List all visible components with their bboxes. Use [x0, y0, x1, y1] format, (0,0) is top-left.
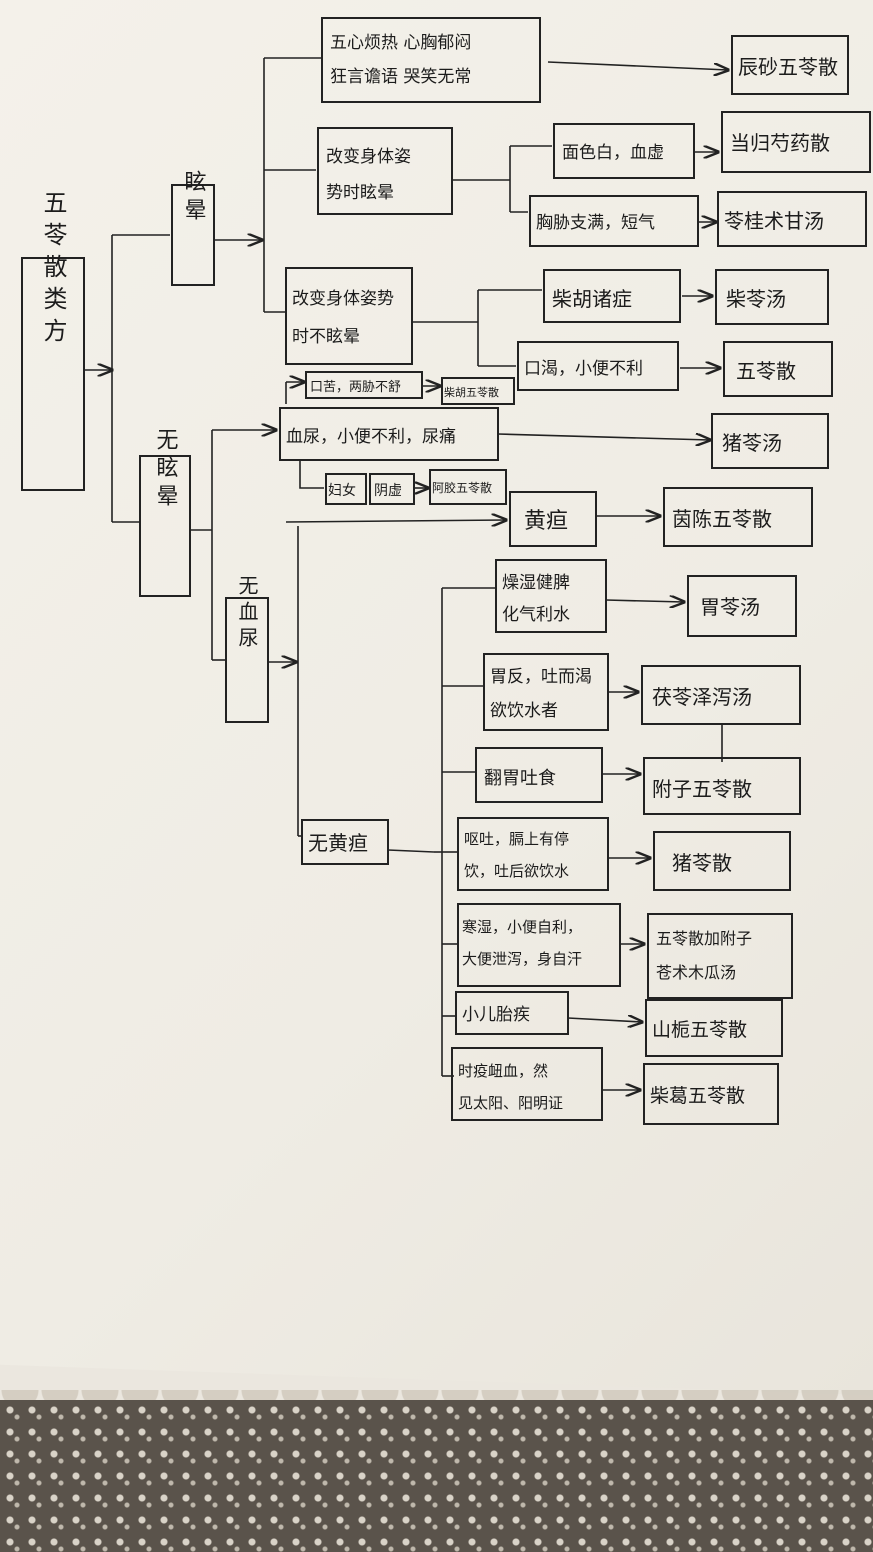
- node-2-line2: 势时眩晕: [326, 183, 394, 203]
- node-2b-result-box: [717, 191, 867, 247]
- node-3b-result-box: [723, 341, 833, 397]
- node-5-result2: 阿胶五苓散: [432, 480, 492, 495]
- node-5-result: 猪苓汤: [722, 431, 782, 455]
- node-11-line1: 寒湿，小便自利，: [462, 918, 582, 936]
- node-2a-result-box: [721, 111, 871, 173]
- node-6-result-box: [663, 487, 813, 547]
- node-12-result: 山栀五苓散: [652, 1019, 747, 1041]
- node-1-box: [321, 17, 541, 103]
- no-blood-urine-box: [225, 597, 269, 723]
- node-13-result-box: [643, 1063, 779, 1125]
- node-11-box: [457, 903, 621, 987]
- node-3-box: [285, 267, 413, 365]
- node-3b: 口渴，小便不利: [524, 359, 643, 379]
- node-13-line1: 时疫衄血，然: [458, 1062, 548, 1080]
- node-2-box: [317, 127, 453, 215]
- node-10-line2: 饮，吐后欲饮水: [464, 862, 569, 880]
- node-1-result: 辰砂五苓散: [738, 55, 838, 79]
- node-5a: 妇女: [328, 482, 356, 499]
- node-6-result: 茵陈五苓散: [672, 507, 772, 531]
- node-13-line2: 见太阳、阳明证: [458, 1094, 563, 1112]
- node-1-line1: 五心烦热 心胸郁闷: [330, 33, 471, 53]
- node-10-result: 猪苓散: [672, 851, 732, 875]
- lace-tablecloth: [0, 1400, 873, 1552]
- node-2a-box: [553, 123, 695, 179]
- node-2b-result: 苓桂术甘汤: [724, 209, 824, 233]
- node-6: 黄疸: [524, 509, 568, 534]
- node-3a-result: 柴苓汤: [726, 287, 786, 311]
- node-5-result2-box: [429, 469, 507, 505]
- node-8-result-box: [641, 665, 801, 725]
- node-11-line2: 大便泄泻，身自汗: [462, 950, 582, 968]
- node-9: 翻胃吐食: [484, 768, 556, 789]
- node-12-box: [455, 991, 569, 1035]
- no-jaundice-label: 无黄疸: [308, 831, 368, 855]
- node-9-result-box: [643, 757, 801, 815]
- node-2-line1: 改变身体姿: [326, 147, 411, 167]
- node-9-box: [475, 747, 603, 803]
- node-4-box: [305, 371, 423, 399]
- node-7-result: 胃苓汤: [700, 595, 760, 619]
- node-4-result: 柴胡五苓散: [444, 385, 499, 399]
- node-12: 小儿胎疾: [462, 1005, 530, 1025]
- node-2b-box: [529, 195, 699, 247]
- node-5b: 阴虚: [374, 483, 402, 499]
- node-1-line2: 狂言谵语 哭笑无常: [330, 67, 471, 87]
- node-3b-box: [517, 341, 679, 391]
- branch-dizziness-label: 眩晕: [181, 170, 206, 226]
- node-11-result-line1: 五苓散加附子: [656, 929, 752, 948]
- branch-dizziness-box: [171, 184, 215, 286]
- node-10-result-box: [653, 831, 791, 891]
- node-10-box: [457, 817, 609, 891]
- node-7-line1: 燥湿健脾: [502, 573, 570, 593]
- node-8-line1: 胃反，吐而渴: [490, 667, 592, 687]
- no-blood-urine-label: 无血尿: [235, 575, 259, 653]
- node-4: 口苦，两胁不舒: [310, 379, 401, 395]
- node-3b-result: 五苓散: [736, 359, 796, 383]
- node-5-result-box: [711, 413, 829, 469]
- node-7-line2: 化气利水: [502, 605, 570, 625]
- node-11-result-box: [647, 913, 793, 999]
- node-9-result: 附子五苓散: [652, 777, 752, 801]
- node-3-line2: 时不眩晕: [292, 327, 360, 347]
- node-2a-result: 当归芍药散: [730, 131, 830, 155]
- branch-no-dizziness-box: [139, 455, 191, 597]
- node-4-result-box: [441, 377, 515, 405]
- node-3a-result-box: [715, 269, 829, 325]
- root-label: 五苓散类方: [39, 190, 67, 350]
- node-7-box: [495, 559, 607, 633]
- node-8-result: 茯苓泽泻汤: [652, 685, 752, 709]
- node-7-result-box: [687, 575, 797, 637]
- node-12-result-box: [645, 999, 783, 1057]
- node-3a-box: [543, 269, 681, 323]
- node-3-line1: 改变身体姿势: [292, 289, 394, 309]
- node-5a-box: [325, 473, 367, 505]
- node-5: 血尿，小便不利，尿痛: [286, 427, 456, 447]
- node-1-result-box: [731, 35, 849, 95]
- node-2b: 胸胁支满，短气: [536, 213, 655, 233]
- node-13-box: [451, 1047, 603, 1121]
- node-11-result-line2: 苍术木瓜汤: [656, 963, 736, 982]
- branch-no-dizziness-label: 无眩晕: [153, 428, 179, 512]
- no-jaundice-box: [301, 819, 389, 865]
- paper-sheet: [0, 0, 873, 1400]
- root-box: [21, 257, 85, 491]
- node-8-line2: 欲饮水者: [490, 701, 558, 721]
- node-6-box: [509, 491, 597, 547]
- node-3a: 柴胡诸症: [552, 287, 632, 311]
- flowchart: 五苓散类方 眩晕 五心烦热 心胸郁闷 狂言谵语 哭笑无常 辰砂五苓散 改变身体姿…: [21, 17, 871, 1125]
- node-2a: 面色白，血虚: [562, 143, 664, 163]
- node-10-line1: 呕吐，膈上有停: [464, 830, 569, 848]
- node-13-result: 柴葛五苓散: [650, 1085, 745, 1107]
